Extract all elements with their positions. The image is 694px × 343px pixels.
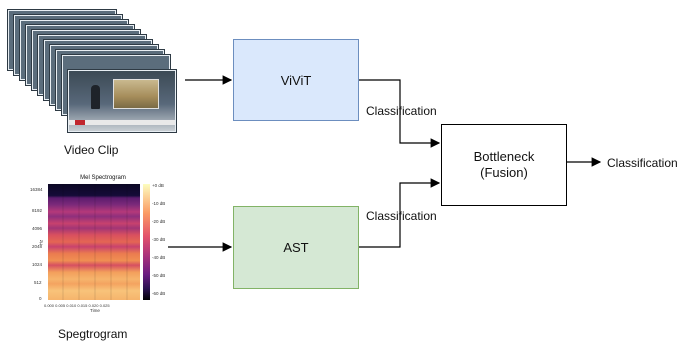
vivit-label: ViViT (280, 72, 312, 88)
y-axis-label: Hz (38, 239, 44, 246)
y-tick: 16384 (30, 187, 43, 192)
video-clip-thumbnail (0, 0, 180, 134)
output-classification-label: Classification (607, 156, 678, 170)
spectrogram-heatmap (48, 184, 140, 300)
ast-label: AST (283, 240, 309, 255)
video-frame-front (68, 70, 176, 132)
colorbar-tick: -60 dB (152, 291, 166, 296)
spectrogram-title: Mel Spectrogram (80, 175, 126, 181)
vivit-node: ViViT (233, 39, 359, 121)
background-building-image (113, 79, 159, 109)
y-tick: 1024 (32, 262, 43, 267)
colorbar-tick: -10 dB (152, 201, 166, 206)
bottleneck-fusion-node: Bottleneck (Fusion) (441, 124, 567, 206)
colorbar-tick: -50 dB (152, 273, 166, 278)
y-tick: 8192 (32, 208, 43, 213)
y-tick: 2048 (32, 244, 43, 249)
y-tick: 512 (34, 280, 42, 285)
colorbar-tick: -20 dB (152, 219, 166, 224)
presenter-figure (91, 85, 100, 109)
y-tick: 0 (39, 296, 42, 301)
spectrogram-colorbar (143, 184, 150, 300)
video-clip-caption: Video Clip (64, 143, 119, 157)
arrow-vivit-to-bottleneck (359, 79, 441, 148)
news-ticker-bar (69, 120, 175, 125)
y-tick: 4096 (32, 226, 43, 231)
colorbar-tick: -30 dB (152, 237, 166, 242)
arrow-ast-to-bottleneck (359, 178, 441, 248)
ast-node: AST (233, 206, 359, 289)
edge-label-ast-classification: Classification (366, 209, 437, 223)
mel-spectrogram-plot: Mel Spectrogram 16384 8192 4096 2048 102… (30, 174, 170, 314)
x-axis-label: Time (90, 308, 100, 313)
x-ticks: 0.000 0.005 0.010 0.015 0.020 0.025 (44, 303, 110, 308)
bottleneck-label: Bottleneck (473, 149, 535, 164)
colorbar-tick: -40 dB (152, 255, 166, 260)
edge-label-vivit-classification: Classification (366, 104, 437, 118)
colorbar-tick: +0 dB (152, 183, 164, 188)
fusion-label: (Fusion) (480, 165, 528, 180)
spectrogram-caption: Spegtrogram (58, 327, 128, 341)
